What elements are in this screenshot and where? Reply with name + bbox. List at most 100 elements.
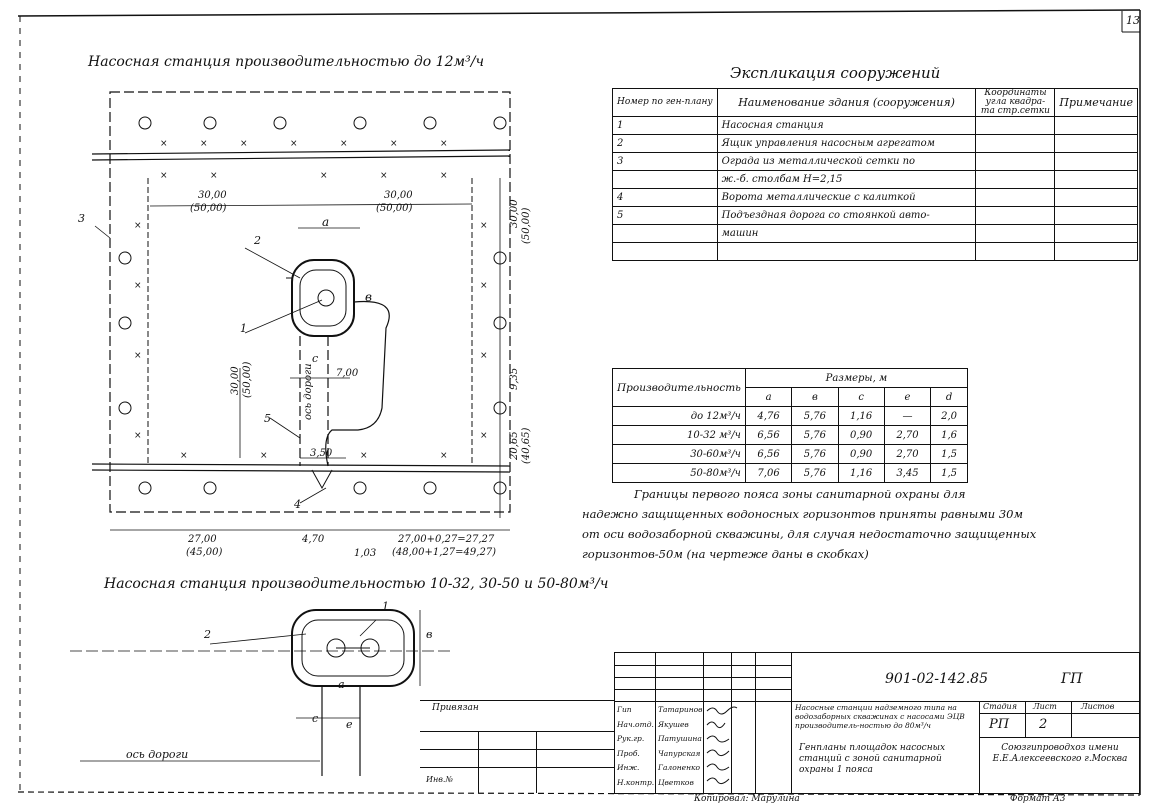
explication-header-row: Номер по ген-плану Наименование здания (…	[612, 88, 1138, 117]
cell-note	[1054, 170, 1138, 189]
dimensions-table: Производительность Размеры, м a в c е d …	[612, 368, 969, 483]
dim-a: a	[322, 215, 330, 229]
cell-coord	[975, 242, 1056, 261]
cell-value: 1,5	[930, 444, 968, 464]
dims-col-b: в	[791, 387, 839, 407]
svg-text:×: ×	[210, 171, 218, 181]
svg-text:×: ×	[320, 171, 328, 181]
svg-text:×: ×	[134, 281, 142, 291]
paper-format: Формат А3	[1010, 794, 1066, 804]
name-list: Татаринов Якушев Патушина Чапурская Гало…	[658, 703, 703, 790]
cell-name: Подъездная дорога со стоянкой авто-	[716, 206, 977, 225]
svg-text:×: ×	[440, 139, 448, 149]
svg-text:×: ×	[440, 171, 448, 181]
svg-text:×: ×	[390, 139, 398, 149]
cell-coord	[975, 188, 1056, 207]
cell-capacity: 30-60м³/ч	[612, 444, 746, 464]
dim-bottom-470: 4,70	[302, 534, 325, 545]
cell-value: 1,16	[837, 463, 885, 483]
cell-value: 5,76	[791, 444, 839, 464]
role-title: Рук.гр.	[617, 734, 645, 743]
dim-700: 7,00	[336, 368, 359, 379]
plan2-dim-e: е	[346, 718, 353, 731]
cell-value: 7,06	[744, 463, 793, 483]
explication-title: Экспликация сооружений	[730, 64, 941, 82]
grass-symbols: ××××××× ××××× ×××× ×××× ××××	[134, 139, 488, 461]
plan2-callout-1: 1	[382, 600, 389, 613]
role-title: Н.контр.	[617, 777, 655, 787]
svg-text:×: ×	[480, 221, 488, 231]
sheets-header: Листов	[1081, 702, 1115, 711]
dims-header-main: Производительность	[612, 368, 746, 407]
stage-value: РП	[989, 717, 1010, 732]
plan1-drawing: ××××××× ××××× ×××× ×××× ××××	[91, 91, 511, 531]
cell-coord	[975, 224, 1056, 243]
svg-text:×: ×	[340, 139, 348, 149]
dims-col-e: е	[883, 387, 932, 407]
cell-value: 4,76	[744, 406, 793, 426]
dim-bottom-4927: (48,00+1,27=49,27)	[392, 547, 497, 558]
dims-col-a: a	[744, 387, 793, 407]
road-axis-label-1: ось дороги	[303, 363, 314, 420]
person-name: Патушина	[658, 734, 702, 743]
cell-value: 1,6	[930, 425, 968, 445]
dims-header-group: Размеры, м	[744, 368, 969, 388]
cell-coord	[975, 152, 1056, 171]
plan1-title: Насосная станция производительностью до …	[88, 54, 485, 70]
sheet-value: 2	[1039, 717, 1048, 732]
dim-50-left: (50,00)	[190, 203, 227, 214]
tree-symbols	[118, 116, 507, 495]
cell-coord	[975, 170, 1056, 189]
callout-2: 2	[254, 234, 261, 247]
dim-vert-2065: 20,65	[509, 431, 520, 460]
title-block: 901-02-142.85 ГП Гип Нач.отд. Рук.гр. Пр…	[614, 652, 1140, 794]
svg-text:×: ×	[440, 451, 448, 461]
role-title: Инж.	[617, 763, 640, 772]
plan2-title: Насосная станция производительностью 10-…	[104, 576, 609, 592]
dim-inner-30: 30,00	[230, 366, 241, 395]
cell-note	[1054, 188, 1138, 207]
plan2-dim-a: a	[338, 678, 345, 691]
cell-name: Насосная станция	[716, 116, 977, 135]
dim-vert-30: 30,00	[509, 199, 520, 228]
cell-capacity: 50-80м³/ч	[612, 463, 746, 483]
cell-value: 1,5	[930, 463, 968, 483]
cell-name: Ящик управления насосным агрегатом	[716, 134, 977, 153]
cell-note	[1054, 116, 1138, 135]
callout-1: 1	[240, 322, 247, 335]
person-name: Чапурская	[658, 748, 701, 758]
table-row: ж.-б. столбам Н=2,15	[612, 170, 1138, 189]
cell-name: Ворота металлические с калиткой	[716, 188, 977, 207]
cell-value: 6,56	[744, 425, 793, 445]
sheet-header: Лист	[1033, 702, 1057, 711]
cell-value: 5,76	[791, 463, 839, 483]
binding-area: Привязан Инв.№	[420, 700, 614, 793]
privyazan-label: Привязан	[432, 703, 479, 713]
explication-header-note: Примечание	[1054, 88, 1138, 117]
svg-text:×: ×	[480, 351, 488, 361]
svg-text:×: ×	[134, 221, 142, 231]
svg-text:×: ×	[360, 451, 368, 461]
person-name: Галоненко	[658, 763, 701, 772]
cell-note	[1054, 242, 1138, 261]
callout-3: 3	[78, 212, 85, 225]
doc-code: 901-02-142.85	[885, 671, 988, 687]
cell-num: 4	[612, 188, 718, 207]
cell-value: 5,76	[791, 425, 839, 445]
sheet-mark: ГП	[1061, 671, 1083, 687]
dim-c: c	[312, 352, 319, 365]
cell-value: 5,76	[791, 406, 839, 426]
svg-text:×: ×	[240, 139, 248, 149]
svg-text:×: ×	[160, 139, 168, 149]
role-list: Гип Нач.отд. Рук.гр. Проб. Инж. Н.контр.	[617, 703, 654, 790]
signatures	[706, 706, 738, 785]
title-desc-1: Насосные станции надземного типа на водо…	[795, 703, 965, 730]
